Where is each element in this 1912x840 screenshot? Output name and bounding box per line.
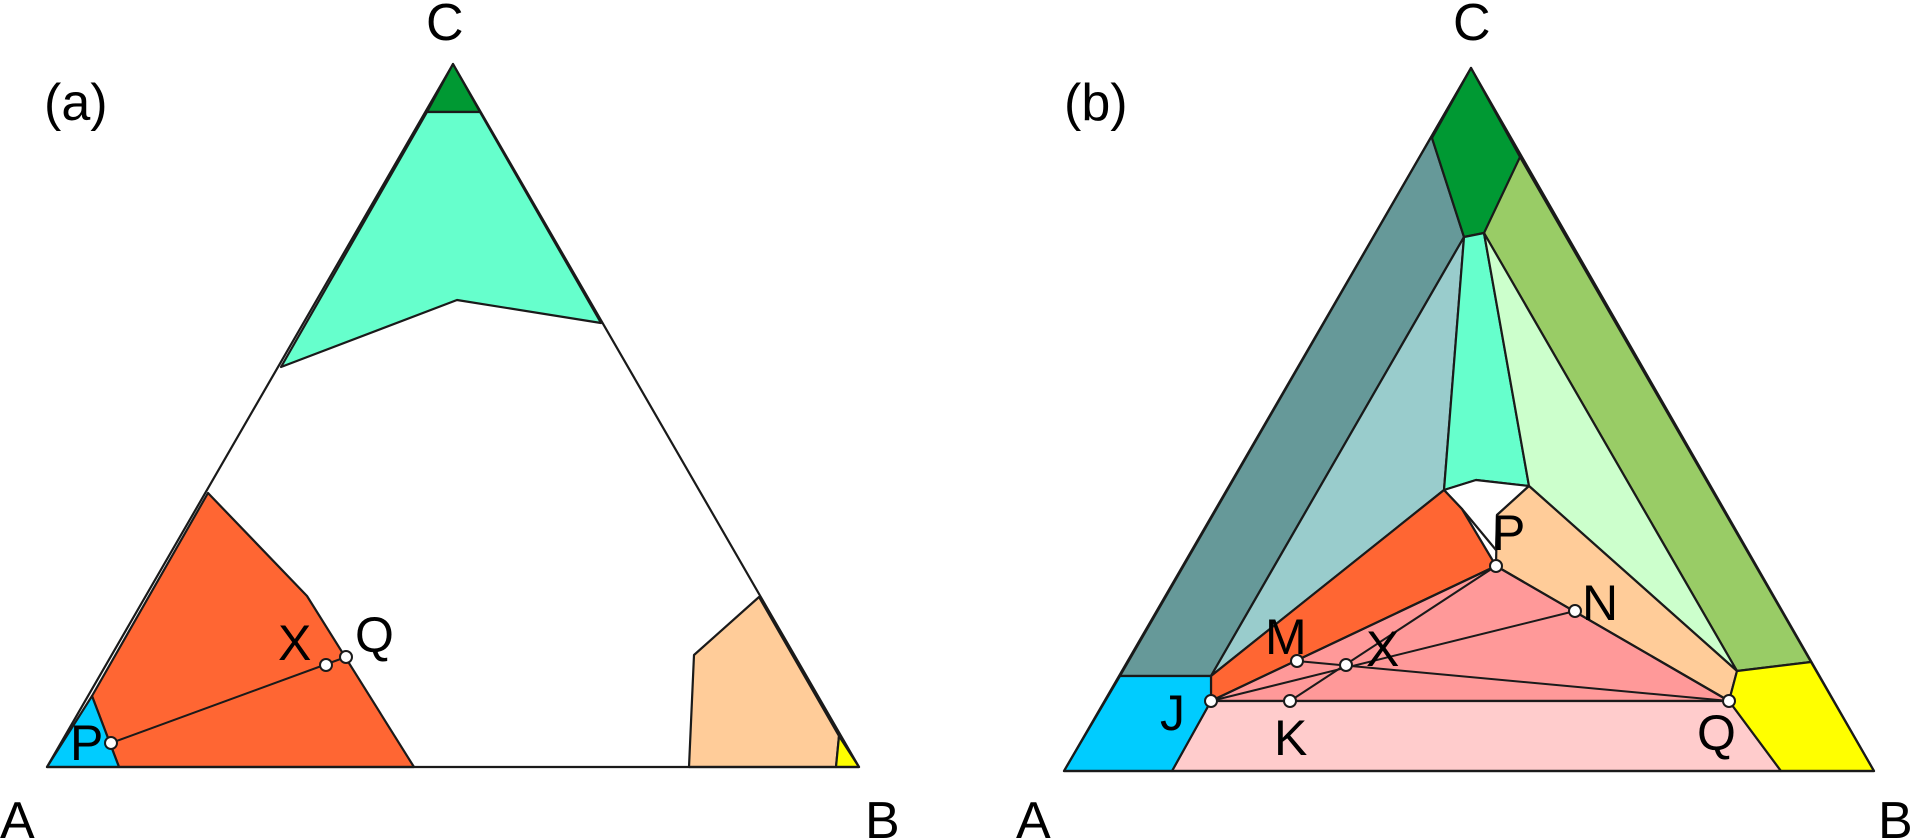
panel-a-point-p-label: P [70,715,103,771]
panel-b-point-m-label: M [1265,609,1307,665]
panel-a-point-q-label: Q [355,607,394,663]
panel-b-point-k-label: K [1274,710,1307,766]
panel-b-label: (b) [1064,74,1128,132]
panel-b-tie-line-j-p [1210,565,1497,702]
panel-b-vertex-c-label: C [1453,0,1491,52]
panel-b-point-j-label: J [1160,685,1185,741]
panel-b-tie-line-p-q [1495,565,1730,702]
panel-b-point-x-label: X [1366,621,1399,677]
panel-a-tie-line [110,656,347,744]
panel-b-point-p-label: P [1492,505,1525,561]
panel-a-point-x-label: X [278,615,311,671]
panel-a-label: (a) [44,74,108,132]
panel-a-vertex-b-label: B [865,792,900,840]
panel-b-triangle-outline [1062,66,1876,773]
panel-b-tie-line-j-n [1210,610,1576,702]
panel-a-point-x-marker [319,658,333,672]
panel-a-region-c-top [279,110,603,369]
panel-a: (a) P X Q C A B [0,0,900,840]
panel-b-region-ab-side [1170,699,1783,773]
panel-b-point-p-marker [1489,559,1503,573]
panel-a-point-q-marker [339,650,353,664]
panel-b-point-n-label: N [1582,575,1618,631]
panel-a-vertex-a-label: A [0,792,35,840]
panel-b-vertex-a-label: A [1016,792,1051,840]
panel-b-point-x-marker [1339,658,1353,672]
panel-a-region-b-side [687,595,841,769]
panel-a-triangle-outline [45,62,861,769]
panel-b-point-q-marker [1722,694,1736,708]
panel-b-tie-line-k-p [1289,565,1497,702]
panel-a-region-c-corner [425,62,482,114]
panel-b-point-q-label: Q [1697,705,1736,761]
panel-b-point-j-marker [1204,694,1218,708]
panel-a-vertex-c-label: C [426,0,464,52]
panel-a-point-p-marker [104,736,118,750]
panel-b-tie-line-m-q [1296,660,1730,702]
panel-b: (b) P N M X J K [1016,0,1912,840]
panel-b-vertex-b-label: B [1878,792,1912,840]
panel-b-point-m-marker [1290,654,1304,668]
panel-b-point-n-marker [1568,604,1582,618]
panel-b-point-k-marker [1283,694,1297,708]
